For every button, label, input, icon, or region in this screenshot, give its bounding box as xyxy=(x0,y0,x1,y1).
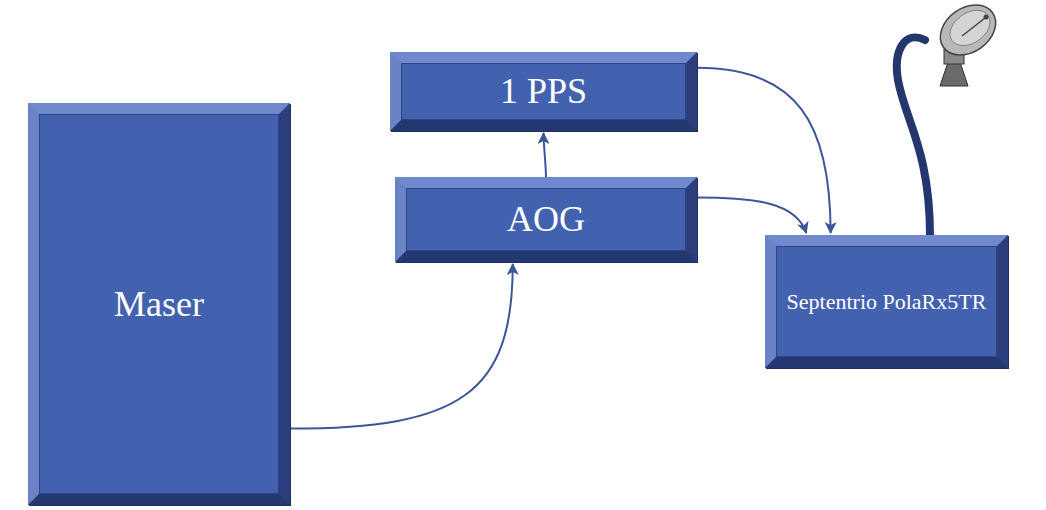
signal-arrow xyxy=(697,68,831,233)
aog-box: AOG xyxy=(395,177,697,262)
dish-antenna xyxy=(931,0,1005,86)
node-label: Septentrio PolaRx5TR xyxy=(787,288,987,316)
node-label: AOG xyxy=(507,197,585,242)
node-label: Maser xyxy=(114,282,204,327)
maser-box: Maser xyxy=(28,103,290,505)
signal-arrow xyxy=(544,133,547,177)
pps-box: 1 PPS xyxy=(390,52,697,131)
receiver-box: Septentrio PolaRx5TR xyxy=(765,235,1008,368)
antenna-cable xyxy=(897,37,930,236)
signal-arrow xyxy=(697,197,806,233)
node-label: 1 PPS xyxy=(500,69,587,114)
signal-arrow xyxy=(290,264,513,429)
